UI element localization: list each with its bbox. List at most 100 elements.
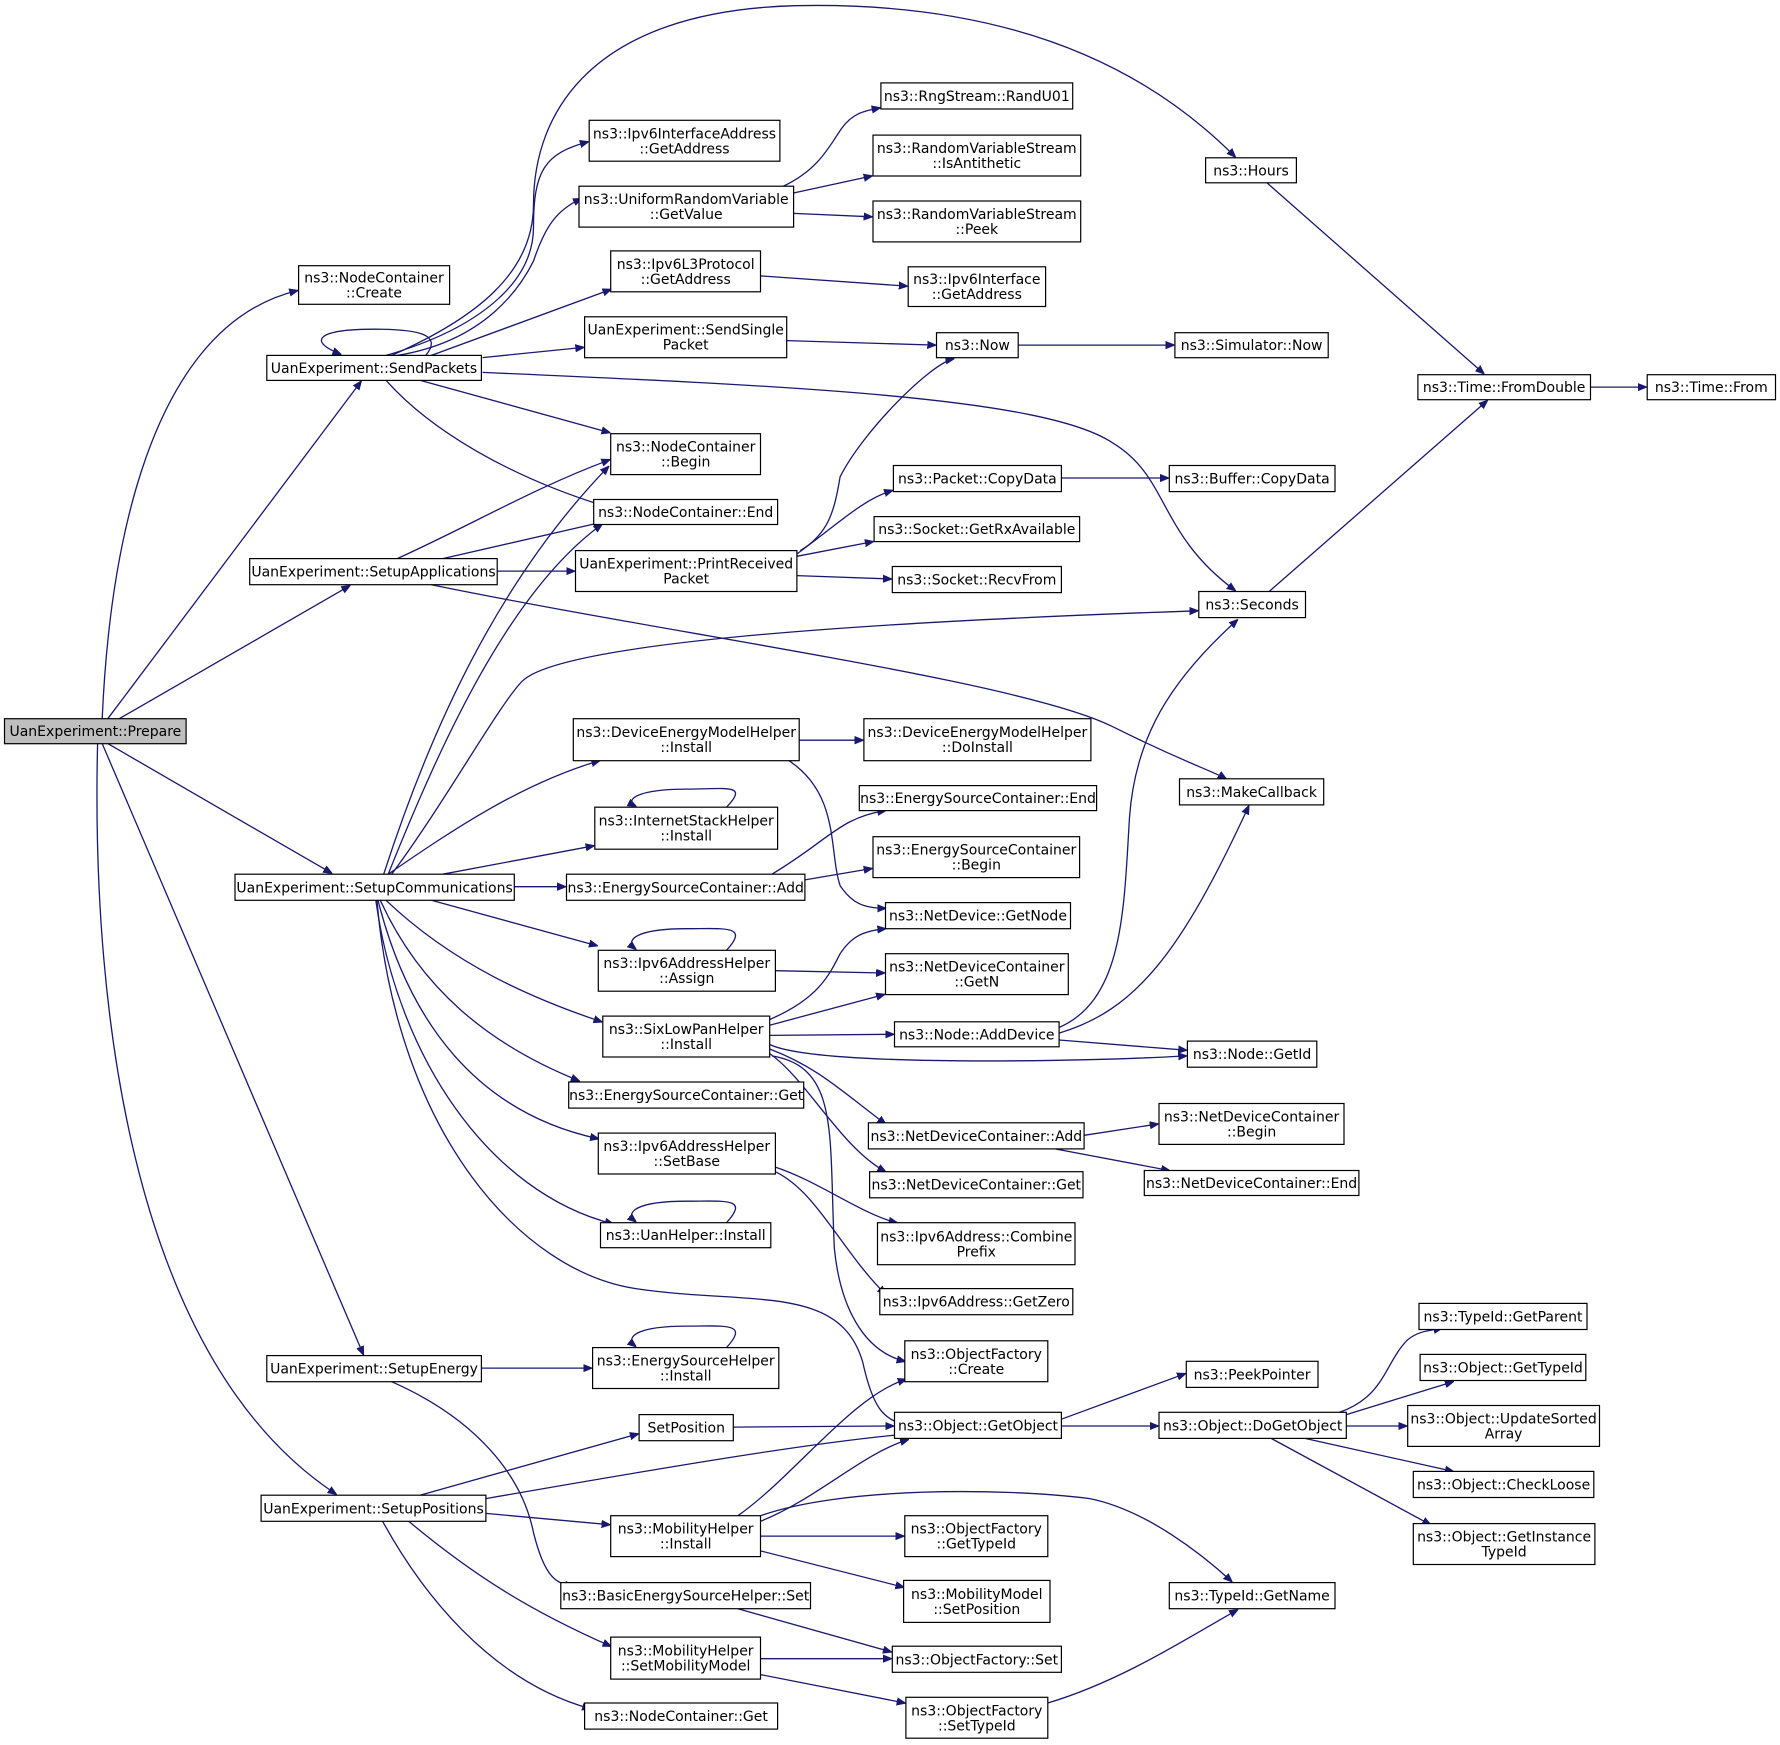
node-of_create[interactable]: ns3::ObjectFactory::Create: [904, 1340, 1049, 1383]
node-label: ns3::DeviceEnergyModelHelper: [868, 725, 1088, 741]
node-rvs_peek[interactable]: ns3::RandomVariableStream::Peek: [872, 200, 1082, 243]
node-setupapps[interactable]: UanExperiment::SetupApplications: [249, 557, 498, 586]
node-setuppos[interactable]: UanExperiment::SetupPositions: [260, 1494, 487, 1522]
call-edge-prepare-to-sendpackets: [107, 382, 361, 720]
node-now[interactable]: ns3::Now: [935, 332, 1019, 359]
node-ipv6l3_getaddr[interactable]: ns3::Ipv6L3Protocol::GetAddress: [610, 250, 762, 293]
node-object_dogetobject[interactable]: ns3::Object::DoGetObject: [1158, 1411, 1347, 1440]
node-rng_randu01[interactable]: ns3::RngStream::RandU01: [880, 82, 1074, 110]
node-nc_end[interactable]: ns3::NodeContainer::End: [593, 498, 779, 526]
node-box: [891, 565, 1062, 594]
node-socket_getrx[interactable]: ns3::Socket::GetRxAvailable: [873, 515, 1081, 543]
node-socket_recvfrom[interactable]: ns3::Socket::RecvFrom: [891, 565, 1062, 594]
node-sendpackets[interactable]: UanExperiment::SendPackets: [266, 354, 482, 381]
node-object_checkloose[interactable]: ns3::Object::CheckLoose: [1412, 1470, 1595, 1499]
node-of_set[interactable]: ns3::ObjectFactory::Set: [891, 1645, 1062, 1673]
node-box: [638, 1413, 734, 1442]
node-ndc_end[interactable]: ns3::NetDeviceContainer::End: [1143, 1169, 1360, 1197]
node-box: [610, 1636, 762, 1680]
node-setupcomm[interactable]: UanExperiment::SetupCommunications: [234, 873, 515, 901]
node-esc_get[interactable]: ns3::EnergySourceContainer::Get: [568, 1081, 805, 1109]
node-setposition[interactable]: SetPosition: [638, 1413, 734, 1442]
node-ndc_getn[interactable]: ns3::NetDeviceContainer::GetN: [884, 953, 1069, 996]
node-demh_install[interactable]: ns3::DeviceEnergyModelHelper::Install: [572, 718, 800, 762]
node-ipv6ah_assign[interactable]: ns3::Ipv6AddressHelper::Assign: [597, 949, 776, 992]
node-hours[interactable]: ns3::Hours: [1204, 157, 1297, 184]
function-nodes: UanExperiment::Preparens3::NodeContainer…: [3, 82, 1777, 1739]
node-label: ns3::Object::CheckLoose: [1417, 1477, 1590, 1493]
node-typeid_getname[interactable]: ns3::TypeId::GetName: [1168, 1581, 1336, 1610]
node-mm_setposition[interactable]: ns3::MobilityModel::SetPosition: [902, 1579, 1051, 1624]
node-buffer_copydata[interactable]: ns3::Buffer::CopyData: [1168, 464, 1336, 493]
node-label: ns3::NodeContainer: [616, 440, 756, 456]
node-besh_set[interactable]: ns3::BasicEnergySourceHelper::Set: [560, 1581, 812, 1610]
node-ipv6ia_getaddr[interactable]: ns3::Ipv6InterfaceAddress::GetAddress: [588, 119, 781, 162]
call-edge-esc_add-to-esc_begin: [804, 869, 872, 881]
node-label: ns3::NodeContainer::End: [598, 505, 773, 521]
node-box: [593, 498, 779, 526]
node-label: ns3::Object::UpdateSorted: [1410, 1412, 1596, 1428]
node-of_gettypeid[interactable]: ns3::ObjectFactory::GetTypeId: [904, 1515, 1049, 1558]
node-label: ns3::Packet::CopyData: [898, 472, 1057, 488]
node-demh_doinstall[interactable]: ns3::DeviceEnergyModelHelper::DoInstall: [863, 718, 1092, 762]
node-label: ns3::Socket::GetRxAvailable: [878, 522, 1075, 538]
node-ndc_get[interactable]: ns3::NetDeviceContainer::Get: [868, 1171, 1084, 1199]
node-ipv6ah_setbase[interactable]: ns3::Ipv6AddressHelper::SetBase: [597, 1132, 776, 1175]
node-rvs_isanti[interactable]: ns3::RandomVariableStream::IsAntithetic: [872, 134, 1082, 177]
call-edge-esh_install-to-esh_install: [632, 1325, 737, 1349]
node-time_fromdouble[interactable]: ns3::Time::FromDouble: [1417, 374, 1592, 401]
node-setupenergy[interactable]: UanExperiment::SetupEnergy: [266, 1354, 482, 1383]
node-nc_begin[interactable]: ns3::NodeContainer::Begin: [610, 433, 762, 476]
node-seconds[interactable]: ns3::Seconds: [1198, 590, 1307, 619]
node-nc_get[interactable]: ns3::NodeContainer::Get: [583, 1702, 779, 1730]
node-slph_install[interactable]: ns3::SixLowPanHelper::Install: [602, 1015, 771, 1058]
node-nc_create[interactable]: ns3::NodeContainer::Create: [298, 265, 451, 305]
node-uanh_install[interactable]: ns3::UanHelper::Install: [599, 1222, 772, 1249]
call-edge-uanh_install-to-uanh_install: [632, 1200, 737, 1224]
node-ndc_add[interactable]: ns3::NetDeviceContainer::Add: [867, 1122, 1085, 1150]
node-peekpointer[interactable]: ns3::PeekPointer: [1185, 1360, 1319, 1389]
node-node_getid[interactable]: ns3::Node::GetId: [1186, 1040, 1318, 1068]
node-esc_end[interactable]: ns3::EnergySourceContainer::End: [858, 784, 1098, 812]
node-urv_getvalue[interactable]: ns3::UniformRandomVariable::GetValue: [578, 185, 795, 228]
node-sim_now[interactable]: ns3::Simulator::Now: [1174, 332, 1329, 359]
call-edge-ndc_add-to-ndc_begin: [1084, 1124, 1158, 1136]
node-esc_add[interactable]: ns3::EnergySourceContainer::Add: [565, 873, 806, 901]
node-esc_begin[interactable]: ns3::EnergySourceContainer::Begin: [872, 836, 1081, 879]
node-mh_setmobility[interactable]: ns3::MobilityHelper::SetMobilityModel: [610, 1636, 762, 1680]
node-object_gettypeid[interactable]: ns3::Object::GetTypeId: [1419, 1353, 1587, 1382]
node-nd_getnode[interactable]: ns3::NetDevice::GetNode: [884, 901, 1072, 930]
call-edge-setupcomm-to-ish_install: [442, 846, 594, 875]
call-edge-slph_install-to-of_create: [771, 1055, 905, 1361]
call-edge-hours-to-time_fromdouble: [1266, 182, 1484, 374]
node-object_getobject[interactable]: ns3::Object::GetObject: [893, 1411, 1062, 1440]
node-box: [602, 1015, 771, 1058]
node-time_from[interactable]: ns3::Time::From: [1646, 374, 1777, 401]
node-box: [599, 1222, 772, 1249]
node-ipv6a_getzero[interactable]: ns3::Ipv6Address::GetZero: [879, 1287, 1074, 1316]
node-mh_install[interactable]: ns3::MobilityHelper::Install: [610, 1515, 762, 1558]
call-edge-urv_getvalue-to-rvs_peek: [793, 213, 872, 216]
call-edge-ipv6l3_getaddr-to-ipv6if_getaddr: [760, 275, 907, 286]
node-makecallback[interactable]: ns3::MakeCallback: [1178, 778, 1325, 806]
node-prepare[interactable]: UanExperiment::Prepare: [3, 718, 187, 745]
node-label: ns3::NetDeviceContainer::Get: [872, 1178, 1082, 1194]
node-box: [893, 1021, 1060, 1048]
node-node_adddevice[interactable]: ns3::Node::AddDevice: [893, 1021, 1060, 1048]
node-label: ns3::Ipv6Interface: [913, 272, 1040, 288]
node-of_settypeid[interactable]: ns3::ObjectFactory::SetTypeId: [905, 1696, 1049, 1739]
node-label: ns3::Time::FromDouble: [1423, 380, 1586, 396]
call-edge-node_adddevice-to-makecallback: [1058, 806, 1249, 1034]
node-esh_install[interactable]: ns3::EnergySourceHelper::Install: [591, 1346, 780, 1390]
node-packet_copydata[interactable]: ns3::Packet::CopyData: [892, 464, 1063, 493]
node-ish_install[interactable]: ns3::InternetStackHelper::Install: [594, 806, 779, 850]
node-ndc_begin[interactable]: ns3::NetDeviceContainer::Begin: [1158, 1102, 1345, 1146]
node-label: ns3::SixLowPanHelper: [609, 1022, 764, 1038]
node-ipv6if_getaddr[interactable]: ns3::Ipv6Interface::GetAddress: [907, 266, 1047, 308]
node-typeid_getparent[interactable]: ns3::TypeId::GetParent: [1418, 1302, 1588, 1331]
